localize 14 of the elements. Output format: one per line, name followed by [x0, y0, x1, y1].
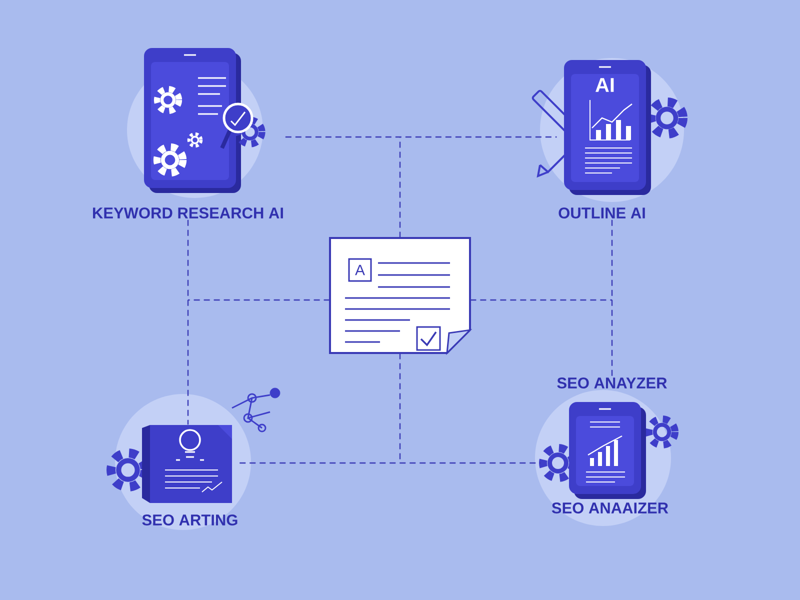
node-label: SEO ANAYZER: [557, 378, 667, 388]
connector: [240, 462, 541, 464]
node-label: SEO ARTING: [142, 514, 238, 526]
node-label: OUTLINE AI: [558, 208, 645, 218]
connector: [188, 299, 330, 301]
connector: [470, 299, 612, 301]
connector: [285, 136, 557, 138]
node-label: KEYWORD RESEARCH AI: [93, 208, 283, 218]
letter-box: A: [348, 258, 372, 282]
screen-heading: AI: [596, 78, 614, 92]
node-label: SEO ANAAIZER: [552, 502, 668, 514]
connector: [611, 220, 613, 376]
connector: [399, 137, 401, 238]
connector: [187, 220, 189, 425]
